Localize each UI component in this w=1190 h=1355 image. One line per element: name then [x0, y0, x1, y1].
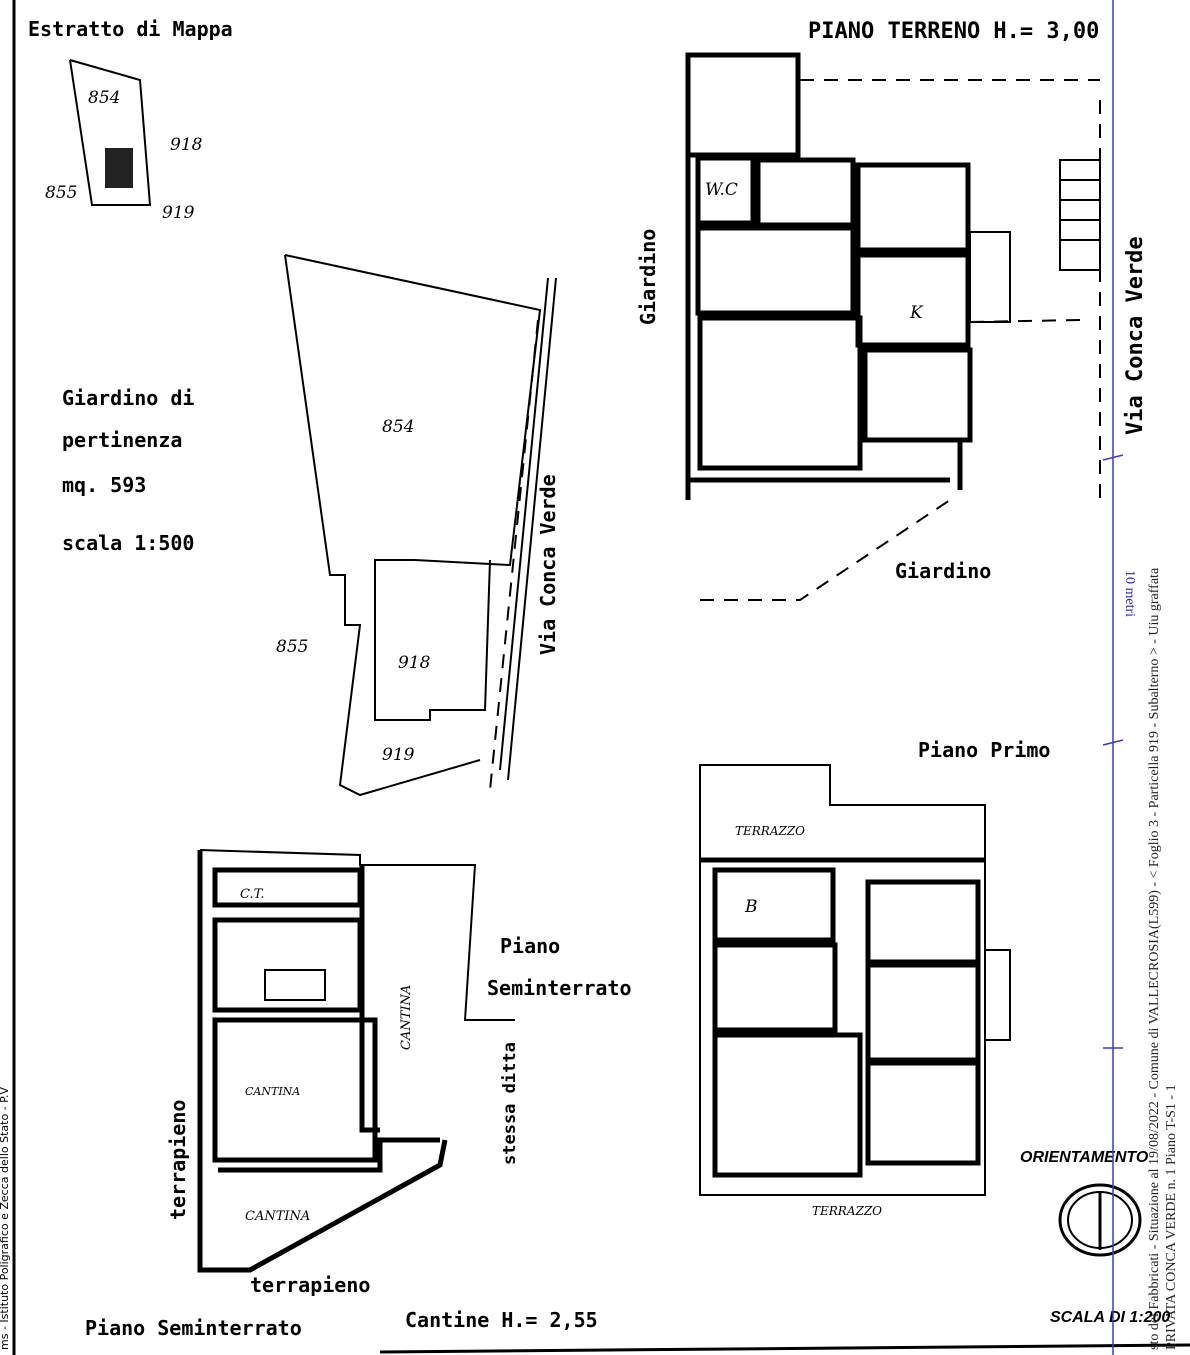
embankment-bottom: terrapieno [250, 1273, 370, 1297]
terrace-top-label: TERRAZZO [735, 824, 805, 838]
cellar-label-1: CANTINA [399, 985, 414, 1050]
garden-label-1: Giardino di [62, 386, 194, 410]
basement-footer-title: Piano Seminterrato [85, 1316, 302, 1340]
boiler-room-label: C.T. [240, 887, 265, 902]
garden-area: mq. 593 [62, 473, 146, 497]
ground-garden-left: Giardino [636, 229, 660, 325]
map-extract-title: Estratto di Mappa [28, 17, 233, 41]
parcel-919: 919 [382, 745, 415, 765]
basement-title-2: Seminterrato [487, 976, 632, 1000]
orientation-legend: ORIENTAMENTO SCALA DI 1:200 [1020, 1149, 1170, 1326]
map-street-label: Via Conca Verde [536, 474, 560, 655]
first-floor-title: Piano Primo [918, 738, 1050, 762]
first-floor-plan: Piano Primo TERRAZZO B TERRAZZO [699, 738, 1050, 1218]
inset-parcel-854: 854 [88, 88, 120, 108]
orientation-label: ORIENTAMENTO [1020, 1149, 1149, 1166]
parcel-855: 855 [276, 637, 308, 657]
ground-floor-title: PIANO TERRENO H.= 3,00 [808, 19, 1099, 44]
cadastral-side-text: sto dei Fabbricati - Situazione al 19/08… [1147, 567, 1162, 1350]
map-scale: scala 1:500 [62, 531, 194, 555]
cellar-label-3: CANTINA [245, 1209, 310, 1224]
left-margin-text: ms - Istituto Poligrafico e Zecca dello … [0, 1086, 11, 1350]
ground-floor-plan: Giardino Giardino Via Conca Verde W.C K [636, 52, 1148, 601]
inset-parcel-855: 855 [45, 183, 77, 203]
kitchen-label: K [909, 303, 924, 323]
ground-street-label: Via Conca Verde [1123, 236, 1148, 435]
basement-plan: C.T. CANTINA CANTINA CANTINA Piano Semin… [85, 849, 632, 1340]
cellar-label-2: CANTINA [245, 1085, 300, 1098]
basement-title-1: Piano [500, 934, 560, 958]
parcel-918: 918 [398, 653, 431, 673]
same-owner-label: stessa ditta [500, 1042, 520, 1165]
drawing-scale: SCALA DI 1:200 [1050, 1309, 1170, 1326]
garden-label-2: pertinenza [62, 428, 182, 452]
embankment-left: terrapieno [166, 1100, 190, 1220]
ruler-label: 10 metri [1122, 570, 1137, 617]
ground-garden-bottom: Giardino [895, 559, 991, 583]
scale-ruler-overlay: 10 metri sto dei Fabbricati - Situazione… [1102, 0, 1179, 1355]
map-inset: 854 918 855 919 [45, 59, 203, 223]
inset-parcel-919: 919 [162, 203, 195, 223]
inset-parcel-918: 918 [170, 135, 203, 155]
basement-footer-height: Cantine H.= 2,55 [405, 1308, 598, 1332]
address-side-text: PRIVATA CONCA VERDE n. 1 Piano T-S1 - 1 [1164, 1084, 1179, 1350]
bottom-rule [379, 1343, 1190, 1354]
terrace-bottom-label: TERRAZZO [812, 1204, 882, 1218]
bath-label: B [744, 897, 758, 917]
parcel-854: 854 [382, 417, 414, 437]
site-map: Giardino di pertinenza mq. 593 scala 1:5… [62, 254, 560, 797]
compass-icon [1058, 1183, 1142, 1257]
wc-label: W.C [705, 180, 738, 200]
